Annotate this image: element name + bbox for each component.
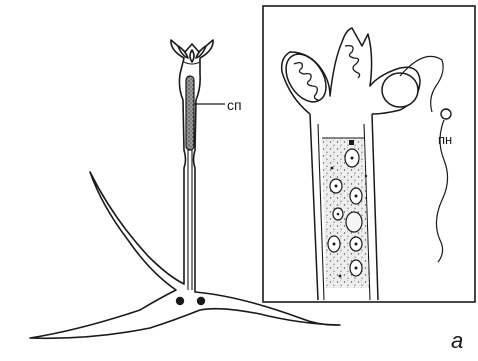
crown-petal-left	[178, 46, 188, 58]
crown-petal-center	[190, 50, 194, 62]
panel-letter: а	[451, 330, 463, 352]
crown-petal-right	[196, 46, 206, 58]
label-pn: пн	[438, 133, 452, 146]
basal-nucleus-right	[197, 297, 205, 305]
label-sp: сп	[227, 98, 242, 112]
spore-column	[186, 76, 194, 150]
inset-marker	[349, 140, 354, 145]
basal-nucleus-left	[176, 297, 184, 305]
